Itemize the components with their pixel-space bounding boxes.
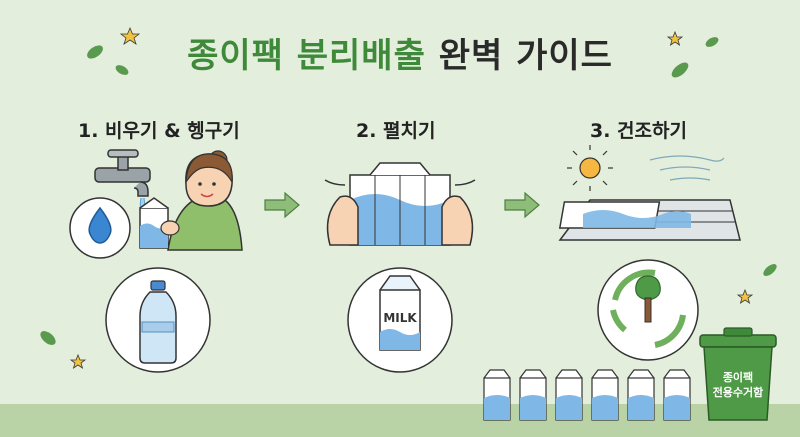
sun-icon <box>567 145 613 191</box>
carton-item <box>483 369 511 421</box>
water-drop-icon <box>69 197 131 259</box>
carton-item <box>555 369 583 421</box>
milk-text: MILK <box>383 311 417 325</box>
bin-label: 종이팩 전용수거함 <box>705 370 771 400</box>
bin-label-line1: 종이팩 <box>722 371 754 384</box>
page-title: 종이팩 분리배출 완벽 가이드 <box>0 28 800 77</box>
arrow-right-icon <box>264 191 540 219</box>
star-icon <box>69 26 754 369</box>
plastic-bottle-icon <box>105 267 211 373</box>
bin-label-line2: 전용수거함 <box>712 386 764 399</box>
drying-rack-icon <box>558 199 741 241</box>
carton-item <box>627 369 655 421</box>
step-2-label: 2. 펼치기 <box>356 120 436 142</box>
collection-bin-icon <box>699 327 777 421</box>
recycle-tree-icon <box>597 259 699 361</box>
wind-icon <box>649 155 725 181</box>
carton-item <box>519 369 547 421</box>
carton-row <box>483 369 691 421</box>
leaf-icon <box>40 37 777 345</box>
person-rinsing-carton <box>139 150 243 251</box>
step-3-label: 3. 건조하기 <box>590 120 687 142</box>
carton-item <box>663 369 691 421</box>
unfolded-carton-icon <box>324 162 476 246</box>
title-highlight: 종이팩 분리배출 <box>187 36 426 76</box>
carton-item <box>591 369 619 421</box>
title-rest: 완벽 가이드 <box>425 36 613 76</box>
milk-carton-icon: MILK <box>347 267 453 373</box>
step-1-label: 1. 비우기 & 헹구기 <box>78 120 240 142</box>
